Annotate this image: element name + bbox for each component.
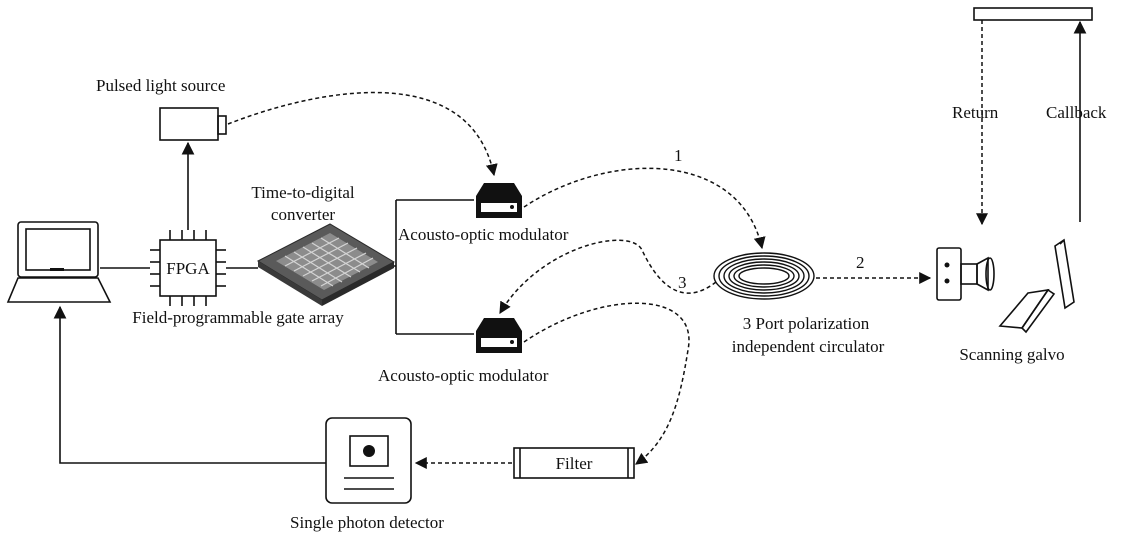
scanning-galvo-label: Scanning galvo (959, 345, 1064, 364)
detector-to-laptop-arrow (53, 305, 326, 464)
tdc-label-line1: Time-to-digital (251, 183, 355, 202)
pulsed-light-source-icon (159, 107, 227, 141)
return-label: Return (952, 103, 999, 122)
aom-to-circulator-beam (523, 167, 766, 250)
pulsed-light-source-label: Pulsed light source (96, 76, 225, 95)
port-2-label: 2 (856, 253, 865, 272)
scanner-lens-icon (936, 247, 995, 301)
light-to-aom-beam (227, 91, 498, 177)
target-plate (973, 7, 1093, 21)
fpga-caption: Field-programmable gate array (132, 308, 344, 327)
aom-to-filter-beam (523, 302, 690, 465)
callback-label: Callback (1046, 103, 1107, 122)
fpga-chip-label: FPGA (166, 259, 210, 278)
filter-label: Filter (556, 454, 593, 473)
filter-icon (513, 447, 635, 479)
galvo-mirror-icon (998, 238, 1075, 334)
aom-bottom-icon (476, 318, 522, 353)
single-photon-detector-icon (325, 417, 412, 504)
tdc-chip-icon (256, 223, 396, 306)
port-1-label: 1 (674, 146, 683, 165)
tdc-label-line2: converter (271, 205, 336, 224)
aom-bottom-label: Acousto-optic modulator (378, 366, 549, 385)
port-3-label: 3 (678, 273, 687, 292)
laptop-icon (6, 221, 112, 303)
circulator-to-aom-beam (499, 239, 717, 315)
aom-top-icon (476, 183, 522, 218)
circulator-label-line1: 3 Port polarization (743, 314, 870, 333)
single-photon-detector-label: Single photon detector (290, 513, 444, 532)
fiber-coil-icon (713, 252, 815, 300)
aom-top-label: Acousto-optic modulator (398, 225, 569, 244)
fpga-chip-icon (150, 230, 226, 306)
tdc-aom-branch (394, 199, 474, 335)
circulator-label-line2: independent circulator (732, 337, 885, 356)
